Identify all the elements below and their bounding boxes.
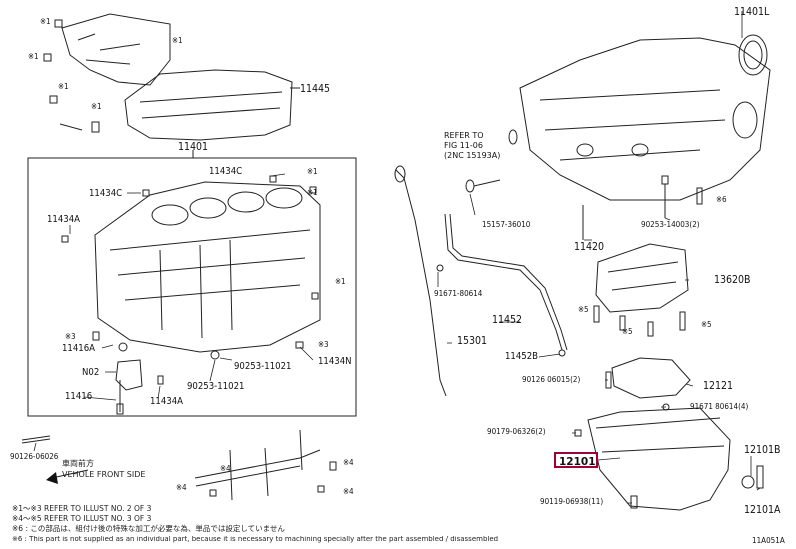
mark-x1-d: ※1	[58, 82, 69, 91]
label-11434A-left: 11434A	[47, 214, 81, 225]
oil-pan-12101	[587, 407, 731, 511]
mark-x4-a: ※4	[220, 464, 231, 473]
label-11434N: 11434N	[318, 356, 352, 367]
label-11434A-bottom: 11434A	[150, 396, 184, 407]
label-11401L: 11401L	[734, 6, 770, 18]
cylinder-block	[94, 181, 321, 353]
label-90126-06026: 90126-06026	[10, 452, 59, 461]
crankcase-11420	[519, 37, 771, 201]
mark-x5-a: ※5	[578, 305, 589, 314]
label-12101A: 12101A	[744, 504, 781, 516]
footnote-3: ※6 : この部品は、組付け後の特殊な加工が必要な為、単品では設定していません	[12, 524, 285, 533]
oil-seal-11401L	[738, 34, 768, 76]
lower-case-11445	[124, 69, 293, 141]
label-90119-06938: 90119-06938(11)	[540, 497, 604, 506]
label-13620B: 13620B	[714, 274, 751, 286]
label-12101B: 12101B	[744, 444, 781, 456]
label-15301: 15301	[457, 335, 488, 347]
label-90126-06015: 90126 06015(2)	[522, 375, 581, 384]
timing-cover-bracket	[61, 13, 171, 86]
label-11420: 11420	[574, 241, 605, 253]
label-11445: 11445	[300, 83, 331, 95]
dipstick-15301	[395, 169, 447, 397]
mark-x1-h: ※1	[307, 167, 318, 176]
label-91671-80614: 91671-80614	[434, 289, 483, 298]
label-90253-11021-a: 90253-11021	[234, 361, 292, 372]
label-91671-80614-4: 91671 80614(4)	[690, 402, 749, 411]
label-11434C-left: 11434C	[89, 188, 123, 199]
footnote-1: ※1～※3 REFER TO ILLUST NO. 2 OF 3	[12, 504, 152, 513]
mark-x5-c: ※5	[701, 320, 712, 329]
label-90253-11021-b: 90253-11021	[187, 381, 245, 392]
vehicle-front-side-label: 車両前方 VEHOLE FRONT SIDE	[62, 459, 146, 479]
refer-note: REFER TO FIG 11-06 (2NC 15193A)	[444, 131, 501, 160]
dipstick-guide-11452	[444, 213, 563, 351]
label-11401: 11401	[178, 141, 209, 153]
diagram-id: 11A051A	[752, 536, 785, 545]
mark-x1-f: ※1	[307, 188, 318, 197]
highlighted-part-12101[interactable]: 12101	[554, 452, 598, 468]
footnote-4: ※6 : This part is not supplied as an ind…	[12, 536, 499, 543]
label-15157-36010: 15157-36010	[482, 220, 531, 229]
label-11416: 11416	[65, 391, 93, 402]
mark-x4-c: ※4	[343, 458, 354, 467]
mark-x4-b: ※4	[176, 483, 187, 492]
label-11452: 11452	[492, 314, 523, 326]
footnote-2: ※4～※5 REFER TO ILLUST NO. 3 OF 3	[12, 514, 152, 523]
label-11452B: 11452B	[505, 351, 539, 362]
mark-x3-a: ※3	[65, 332, 76, 341]
mark-x1-a: ※1	[40, 17, 51, 26]
baffle-plate-12121	[611, 357, 691, 399]
label-90253-14003: 90253-14003(2)	[641, 220, 700, 229]
mark-x1-g: ※1	[335, 277, 346, 286]
mark-x5-b: ※5	[622, 327, 633, 336]
label-12121: 12121	[703, 380, 734, 392]
label-11434C-top: 11434C	[209, 166, 243, 177]
block-group-frame	[27, 157, 357, 417]
mark-x1-b: ※1	[28, 52, 39, 61]
mark-x1-c: ※1	[172, 36, 183, 45]
label-N02: N02	[82, 367, 100, 378]
mark-x4-d: ※4	[343, 487, 354, 496]
oil-pump-13620B	[595, 243, 689, 313]
mark-x6: ※6	[716, 195, 727, 204]
mark-x3-b: ※3	[318, 340, 329, 349]
label-11416A: 11416A	[62, 343, 96, 354]
label-12101: 12101	[559, 456, 596, 468]
label-90179-06326: 90179-06326(2)	[487, 427, 546, 436]
mark-x1-e: ※1	[91, 102, 102, 111]
